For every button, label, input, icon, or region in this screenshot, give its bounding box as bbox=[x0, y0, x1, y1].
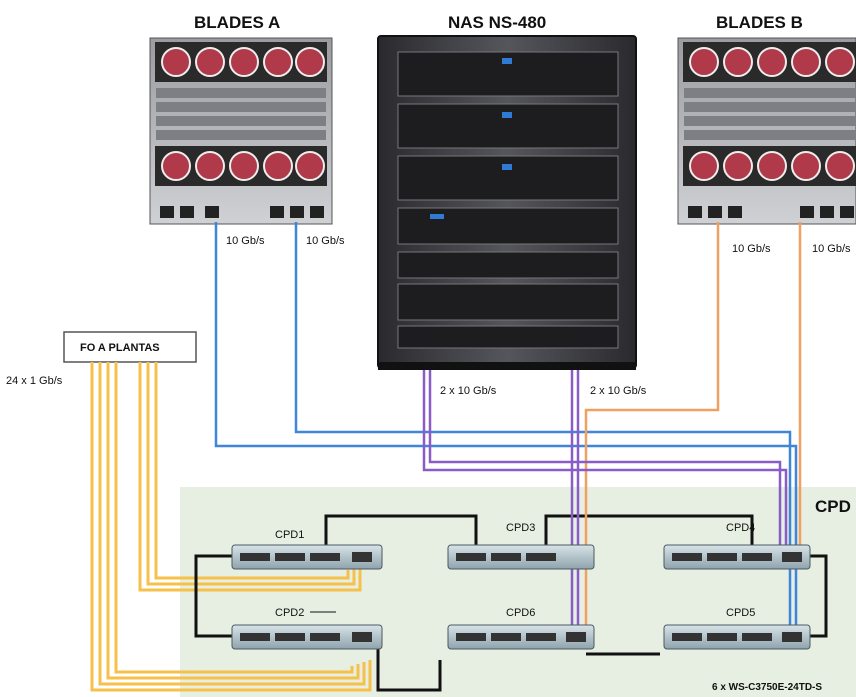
orange-links bbox=[584, 222, 802, 642]
switch-model-label: 6 x WS-C3750E-24TD-S bbox=[712, 682, 822, 693]
stack-cables bbox=[194, 514, 828, 692]
a-left-speed: 10 Gb/s bbox=[226, 235, 265, 247]
switch-cpd2: CPD2 bbox=[231, 607, 383, 650]
b-left-speed: 10 Gb/s bbox=[732, 243, 771, 255]
switch-cpd6: CPD6 bbox=[447, 607, 595, 650]
switch-cpd2-label: CPD2 bbox=[275, 607, 304, 619]
fo-box-label: FO A PLANTAS bbox=[80, 342, 160, 354]
switch-cpd1: CPD1 bbox=[231, 529, 383, 570]
blades-a-title: BLADES A bbox=[194, 13, 280, 32]
nas-cabinet bbox=[377, 35, 637, 370]
nas-left-speed: 2 x 10 Gb/s bbox=[440, 385, 497, 397]
nas-right-speed: 2 x 10 Gb/s bbox=[590, 385, 647, 397]
switch-cpd5-label: CPD5 bbox=[726, 607, 755, 619]
fo-box bbox=[63, 331, 197, 363]
a-right-speed: 10 Gb/s bbox=[306, 235, 345, 247]
b-right-speed: 10 Gb/s bbox=[812, 243, 851, 255]
fo-speed-label: 24 x 1 Gb/s bbox=[6, 375, 63, 387]
switch-cpd6-label: CPD6 bbox=[506, 607, 535, 619]
switch-cpd4: CPD4 bbox=[663, 522, 811, 570]
switch-cpd5: CPD5 bbox=[663, 607, 811, 650]
blades-a-chassis bbox=[149, 37, 333, 225]
blue-links bbox=[214, 222, 798, 642]
switch-cpd3-label: CPD3 bbox=[506, 522, 535, 534]
switch-cpd3: CPD3 bbox=[447, 522, 595, 570]
switch-cpd4-label: CPD4 bbox=[726, 522, 755, 534]
purple-links bbox=[422, 370, 788, 642]
fiber-bundle bbox=[90, 362, 372, 692]
cpd-zone bbox=[180, 487, 856, 697]
switch-cpd1-label: CPD1 bbox=[275, 529, 304, 541]
blades-b-title: BLADES B bbox=[716, 13, 803, 32]
cpd-zone-label: CPD bbox=[815, 497, 851, 516]
blades-b-chassis bbox=[677, 37, 856, 225]
nas-title: NAS NS-480 bbox=[448, 13, 546, 32]
